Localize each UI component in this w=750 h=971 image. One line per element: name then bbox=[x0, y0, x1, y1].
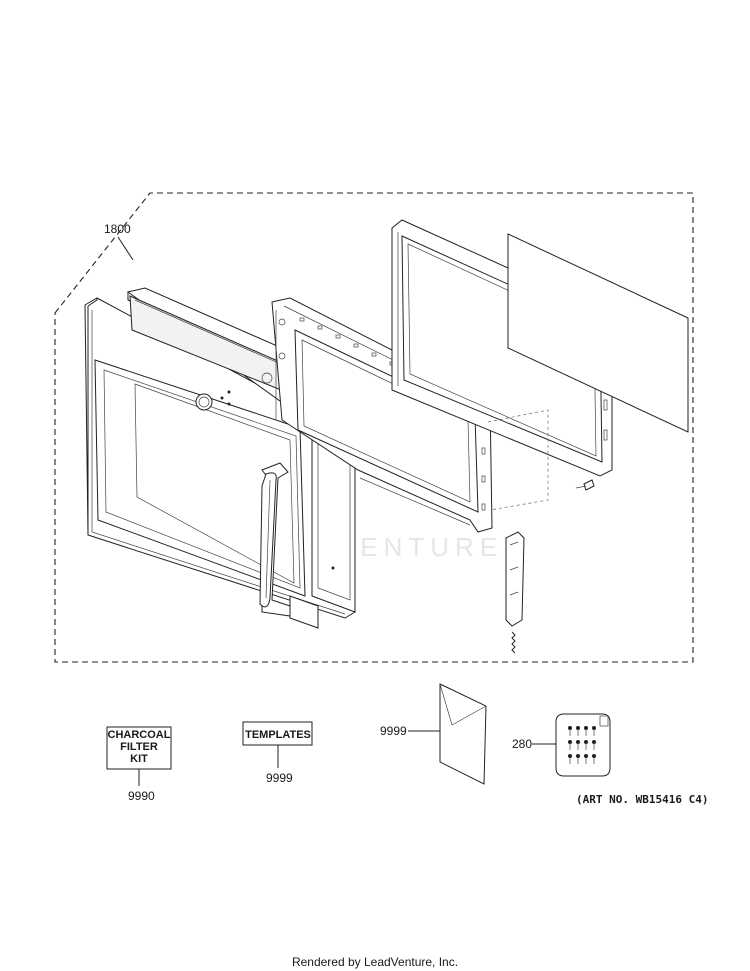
art-number: (ART NO. WB15416 C4) bbox=[576, 793, 708, 806]
callout-1800[interactable]: 1800 bbox=[104, 222, 134, 261]
callout-1800-leader bbox=[117, 236, 134, 261]
door-handle[interactable] bbox=[259, 462, 319, 629]
callout-280: 280 bbox=[512, 737, 532, 751]
templates-label: TEMPLATES bbox=[245, 729, 311, 741]
charcoal-filter-line3: KIT bbox=[130, 753, 148, 765]
charcoal-filter-line2: FILTER bbox=[120, 741, 158, 753]
logo-badge bbox=[195, 393, 213, 411]
spring[interactable] bbox=[511, 631, 516, 654]
charcoal-filter-kit[interactable]: CHARCOAL FILTER KIT 9990 bbox=[106, 726, 172, 803]
footer-credit: Rendered by LeadVenture, Inc. bbox=[292, 955, 458, 969]
door-hinge[interactable] bbox=[487, 409, 549, 627]
hardware-kit[interactable]: 280 bbox=[512, 713, 611, 777]
callout-1800-label: 1800 bbox=[104, 222, 131, 236]
callout-templates-9999: 9999 bbox=[266, 771, 293, 785]
assembly-boundary bbox=[54, 192, 694, 663]
door-glass-panel[interactable] bbox=[507, 233, 689, 433]
callout-literature-9999: 9999 bbox=[380, 724, 407, 738]
callout-9990: 9990 bbox=[128, 789, 155, 803]
literature-kit[interactable]: 9999 bbox=[380, 683, 487, 785]
choke-frame[interactable] bbox=[271, 297, 493, 533]
charcoal-filter-line1: CHARCOAL bbox=[108, 729, 171, 741]
screw[interactable] bbox=[575, 479, 595, 491]
templates[interactable]: TEMPLATES 9999 bbox=[242, 721, 313, 785]
